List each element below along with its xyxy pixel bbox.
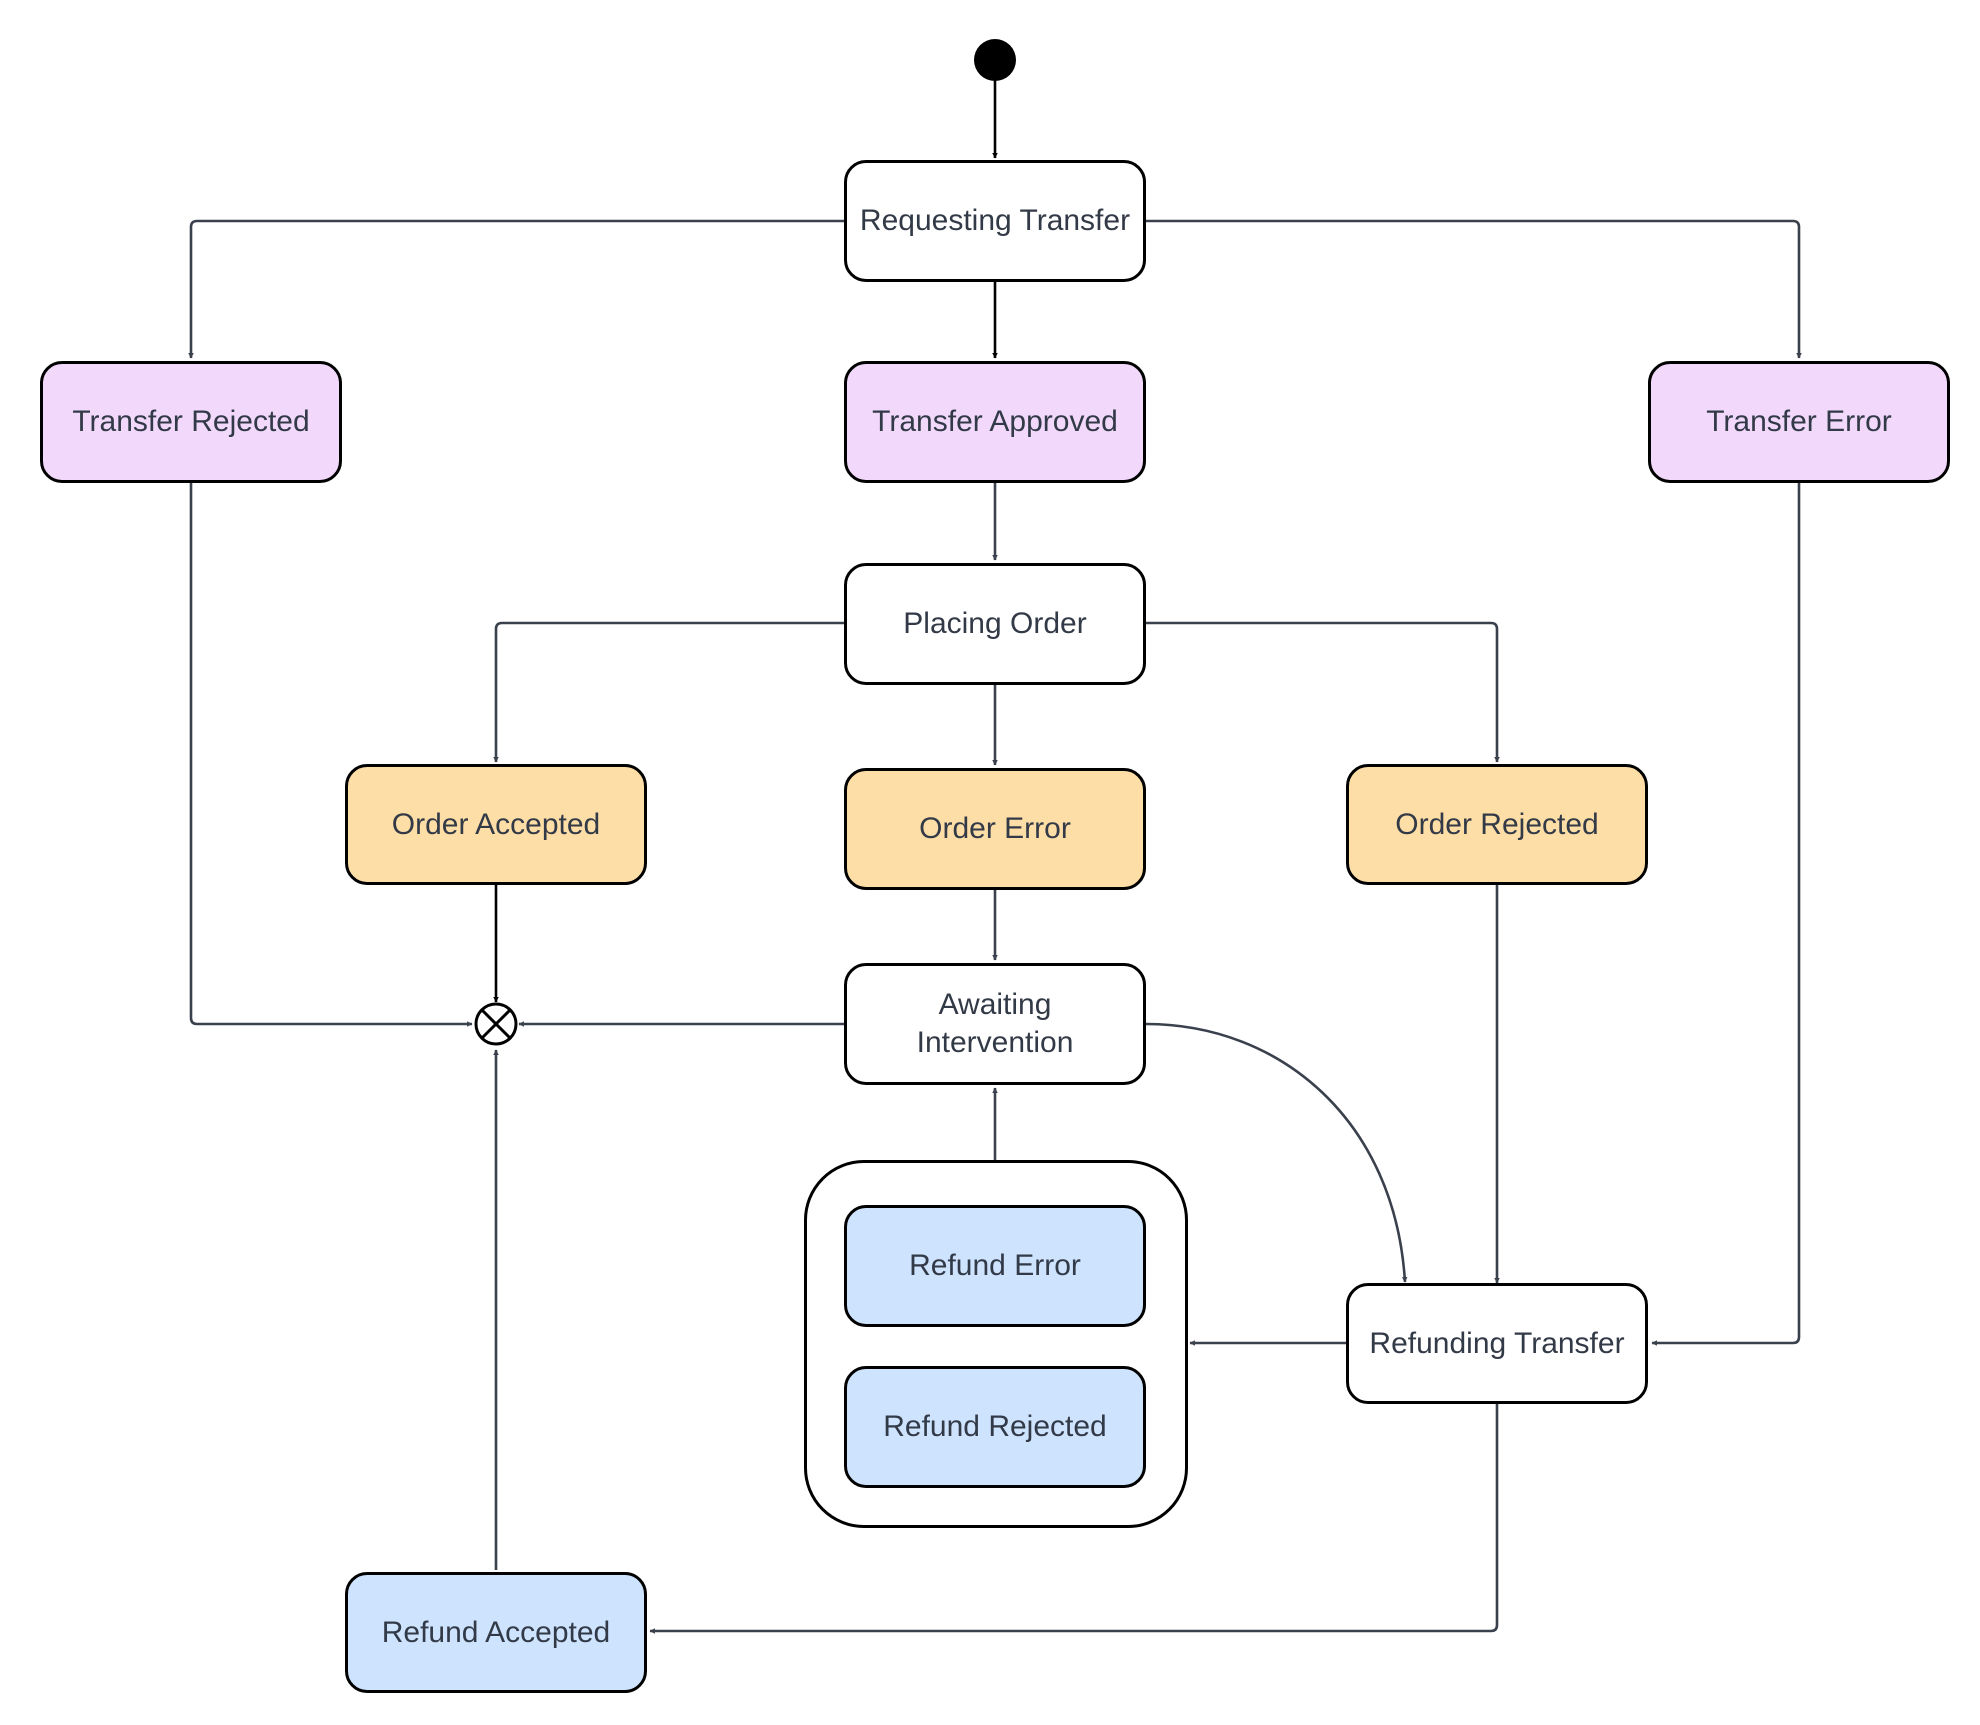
state-refund-accepted[interactable]: Refund Accepted [345,1572,647,1693]
refund-failure-group [804,1160,1188,1528]
state-order-error-label: Order Error [919,812,1071,845]
edge-placing-order-to-order-rejected [1146,621,1500,763]
state-placing-order-label: Placing Order [903,607,1087,640]
final-state-icon [474,1002,518,1046]
edge-placing-order-to-order-accepted [493,621,844,763]
edge-requesting-to-transfer-error [1146,219,1802,359]
state-refunding-transfer[interactable]: Refunding Transfer [1346,1283,1648,1404]
edge-transfer-rejected-to-final [189,483,473,1027]
state-refunding-transfer-label: Refunding Transfer [1369,1326,1625,1360]
state-awaiting-intervention-label-line1: Awaiting [938,988,1052,1021]
state-refund-error[interactable]: Refund Error [844,1205,1146,1327]
state-transfer-error-label: Transfer Error [1706,405,1892,438]
edge-transfer-error-to-refunding-transfer [1651,483,1801,1346]
state-transfer-approved[interactable]: Transfer Approved [844,361,1146,483]
state-transfer-error[interactable]: Transfer Error [1648,361,1950,483]
state-requesting-transfer-label: Requesting Transfer [859,204,1131,237]
state-transfer-approved-label: Transfer Approved [872,405,1118,438]
state-refund-rejected-label: Refund Rejected [883,1410,1107,1443]
edge-awaiting-intervention-to-refunding-transfer [1145,1022,1408,1283]
initial-state-dot [974,39,1016,81]
state-placing-order[interactable]: Placing Order [844,563,1146,685]
state-order-accepted[interactable]: Order Accepted [345,764,647,885]
state-order-rejected-label: Order Rejected [1395,807,1599,841]
state-order-rejected[interactable]: Order Rejected [1346,764,1648,885]
state-refund-error-label: Refund Error [909,1249,1081,1282]
edge-refunding-transfer-to-refund-accepted [649,1404,1499,1634]
state-requesting-transfer[interactable]: Requesting Transfer [844,160,1146,282]
state-transfer-rejected[interactable]: Transfer Rejected [40,361,342,483]
state-awaiting-intervention[interactable]: Awaiting Intervention [844,963,1146,1085]
state-awaiting-intervention-label-line2: Intervention [916,1026,1074,1059]
state-refund-rejected[interactable]: Refund Rejected [844,1366,1146,1488]
edge-requesting-to-transfer-rejected [188,219,844,359]
state-refund-accepted-label: Refund Accepted [381,1615,611,1649]
state-order-error[interactable]: Order Error [844,768,1146,890]
state-order-accepted-label: Order Accepted [391,807,601,841]
state-transfer-rejected-label: Transfer Rejected [72,405,310,438]
